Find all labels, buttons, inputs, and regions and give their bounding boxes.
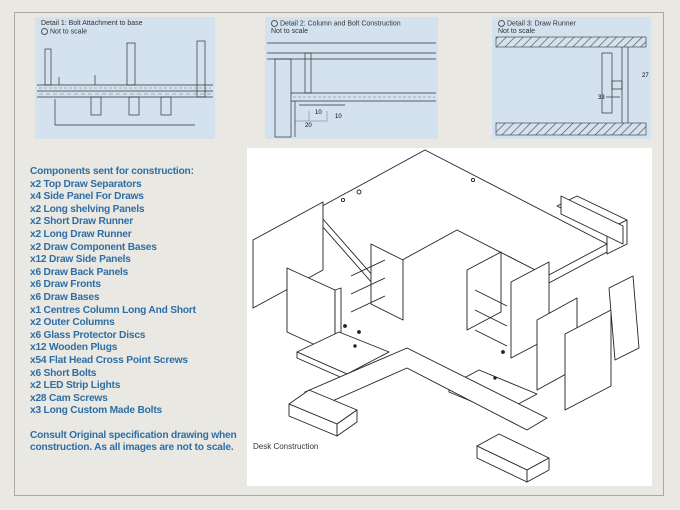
dim-d2-b: 10: [335, 114, 342, 120]
construction-note: Consult Original specification drawing w…: [30, 429, 237, 454]
component-item: x6 Draw Fronts: [30, 279, 101, 291]
detail-2-drawing: [267, 42, 436, 138]
detail-2-label: Detail 2: Column and Bolt Construction N…: [271, 20, 401, 36]
component-item: x2 Outer Columns: [30, 317, 115, 329]
component-item: x1 Centres Column Long And Short: [30, 304, 196, 316]
component-item: x28 Cam Screws: [30, 392, 108, 404]
drawing-caption: Desk Construction: [253, 442, 319, 451]
component-item: x12 Wooden Plugs: [30, 342, 118, 354]
slide-frame: [14, 12, 664, 496]
component-item: x6 Short Bolts: [30, 367, 97, 379]
component-item: x2 Short Draw Runner: [30, 216, 133, 228]
detail-2-panel: Detail 2: Column and Bolt Construction N…: [265, 17, 438, 139]
detail-3-label: Detail 3: Draw Runner Not to scale: [498, 20, 576, 36]
desk-exploded-view: [252, 149, 640, 483]
component-item: x2 Top Draw Separators: [30, 178, 142, 190]
component-item: x4 Side Panel For Draws: [30, 191, 144, 203]
dim-d2-a: 10: [315, 110, 322, 116]
dim-d2-c: 20: [305, 123, 312, 129]
detail-marker-icon: [271, 20, 278, 27]
component-item: x6 Draw Back Panels: [30, 266, 129, 278]
component-item: x2 Long Draw Runner: [30, 228, 132, 240]
detail-1-drawing: [37, 40, 213, 126]
detail-marker-icon: [41, 28, 48, 35]
component-item: x2 Long shelving Panels: [30, 203, 145, 215]
component-item: x2 Draw Component Bases: [30, 241, 157, 253]
detail-3-panel: Detail 3: Draw Runner Not to scale 27 33: [492, 17, 651, 139]
component-item: x6 Glass Protector Discs: [30, 329, 146, 341]
components-heading: Components sent for construction:: [30, 166, 194, 177]
component-item: x54 Flat Head Cross Point Screws: [30, 354, 188, 366]
dim-d3-a: 27: [642, 73, 649, 79]
detail-marker-icon: [498, 20, 505, 27]
detail-1-label: Detail 1: Bolt Attachment to base Not to…: [41, 20, 143, 36]
component-item: x3 Long Custom Made Bolts: [30, 405, 162, 417]
components-list: Components sent for construction: x2 Top…: [30, 166, 245, 455]
component-item: x12 Draw Side Panels: [30, 254, 131, 266]
component-item: x2 LED Strip Lights: [30, 380, 121, 392]
desk-construction-drawing: Desk Construction: [247, 148, 652, 486]
detail-3-drawing: [495, 36, 647, 136]
component-item: x6 Draw Bases: [30, 291, 100, 303]
detail-1-panel: Detail 1: Bolt Attachment to base Not to…: [35, 17, 215, 139]
dim-d3-b: 33: [598, 95, 605, 101]
